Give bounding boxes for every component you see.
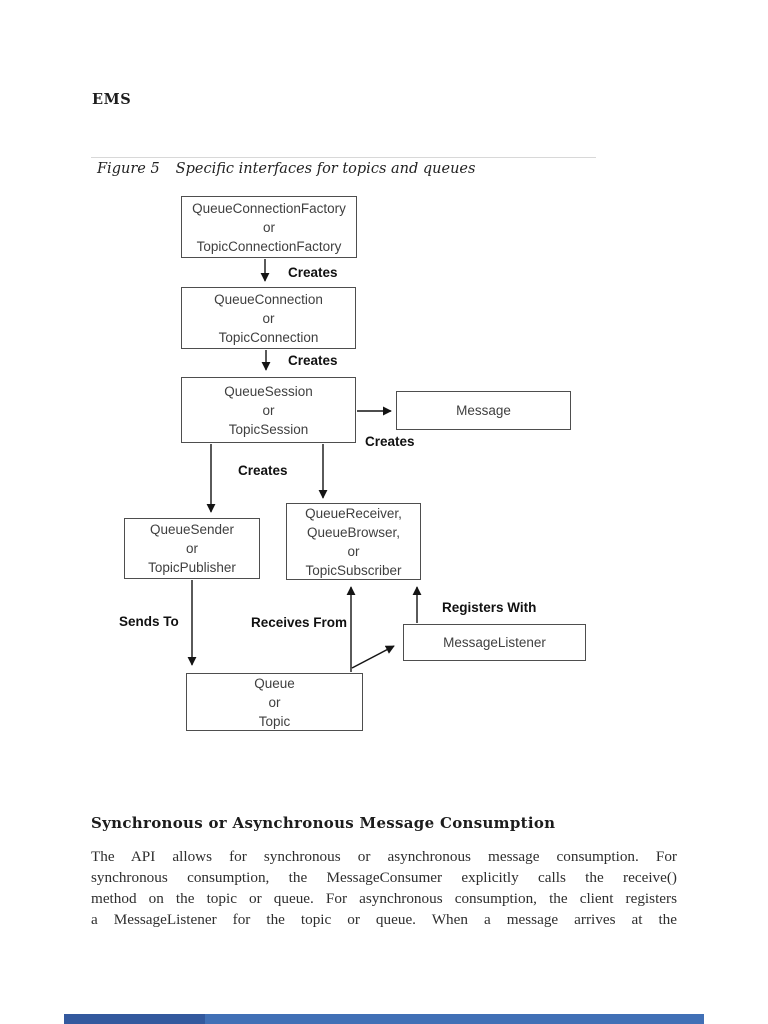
label-registers-with: Registers With [442, 600, 537, 615]
figure-title: Specific interfaces for topics and queue… [175, 161, 476, 177]
running-header: EMS [92, 91, 132, 108]
arrow-queue-delivers-to-listener [351, 645, 395, 669]
paragraph-line: a MessageListener for the topic or queue… [91, 911, 677, 928]
label-receives-from: Receives From [251, 615, 348, 630]
box-connection-factory: QueueConnectionFactory or TopicConnectio… [181, 196, 357, 258]
paragraph-line: method on the topic or queue. For asynch… [91, 890, 677, 907]
label-creates-message: Creates [365, 434, 415, 449]
body-paragraph: The API allows for synchronous or asynch… [91, 846, 677, 930]
paragraph-line: The API allows for synchronous or asynch… [91, 848, 677, 865]
box-sender-publisher: QueueSender or TopicPublisher [124, 518, 260, 579]
label-creates-2: Creates [288, 353, 338, 368]
divider-rule [91, 157, 596, 158]
box-receiver-subscriber: QueueReceiver, QueueBrowser, or TopicSub… [286, 503, 421, 580]
box-connection: QueueConnection or TopicConnection [181, 287, 356, 349]
progress-bar[interactable] [64, 1014, 704, 1024]
label-creates-producers: Creates [238, 463, 288, 478]
paragraph-line: synchronous consumption, the MessageCons… [91, 869, 677, 886]
box-queue-topic: Queue or Topic [186, 673, 363, 731]
figure-caption: Figure 5 Specific interfaces for topics a… [97, 161, 475, 177]
box-session: QueueSession or TopicSession [181, 377, 356, 443]
label-sends-to: Sends To [119, 614, 179, 629]
figure-number: Figure 5 [97, 161, 160, 177]
section-heading: Synchronous or Asynchronous Message Cons… [91, 814, 556, 832]
box-message-listener: MessageListener [403, 624, 586, 661]
label-creates-1: Creates [288, 265, 338, 280]
box-message: Message [396, 391, 571, 430]
